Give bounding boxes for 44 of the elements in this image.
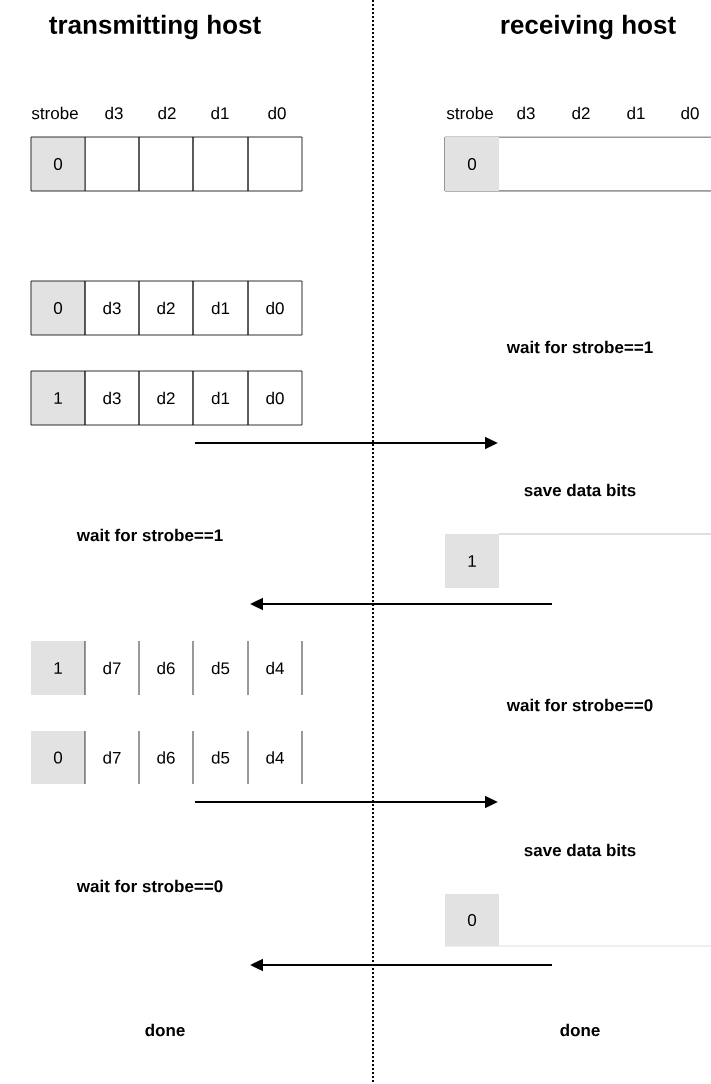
step-note: save data bits	[524, 483, 636, 497]
bit-label: strobe	[446, 106, 493, 120]
step-note: wait for strobe==1	[76, 528, 223, 542]
register-cell: 0	[30, 280, 86, 336]
register-cell: 1	[31, 640, 86, 696]
register-cell: 0	[445, 137, 499, 191]
register-cell: d4	[266, 730, 303, 785]
register-cell: d1	[192, 280, 249, 336]
register-cell: d3	[84, 280, 140, 336]
bit-label: d2	[572, 106, 590, 120]
register-cell: 0	[445, 894, 499, 946]
step-note: wait for strobe==0	[76, 879, 223, 893]
register-cell: 1	[30, 370, 86, 426]
register-cell: d7	[103, 640, 140, 696]
step-note: done	[145, 1023, 185, 1037]
step-note: wait for strobe==1	[506, 340, 653, 354]
bit-label: d0	[268, 106, 286, 120]
register-cell: d0	[247, 370, 303, 426]
register-cell: d6	[157, 640, 194, 696]
bit-label: d3	[517, 106, 535, 120]
column-heading: transmitting host	[49, 14, 261, 40]
register-cell: d5	[211, 730, 249, 785]
register-cell: d7	[103, 730, 140, 785]
bit-label: strobe	[31, 106, 78, 120]
column-heading: receiving host	[501, 14, 676, 40]
register-cell: d2	[138, 280, 194, 336]
register-cell: 1	[445, 534, 499, 588]
step-note: done	[560, 1023, 600, 1037]
register-cell: d4	[266, 640, 303, 696]
step-note: save data bits	[524, 843, 636, 857]
bit-label: d2	[158, 106, 176, 120]
register-cell: d2	[138, 370, 194, 426]
bit-label: d3	[105, 106, 123, 120]
register-cell: 0	[31, 730, 86, 785]
bit-label: d1	[627, 106, 645, 120]
register-cell: d3	[84, 370, 140, 426]
register-cell: d6	[157, 730, 194, 785]
step-note: wait for strobe==0	[506, 698, 653, 712]
register-cell: d5	[211, 640, 249, 696]
register-cell: d0	[247, 280, 303, 336]
bit-label: d0	[681, 106, 699, 120]
register-cell: d1	[192, 370, 249, 426]
register-cell: 0	[30, 136, 86, 192]
bit-label: d1	[211, 106, 229, 120]
